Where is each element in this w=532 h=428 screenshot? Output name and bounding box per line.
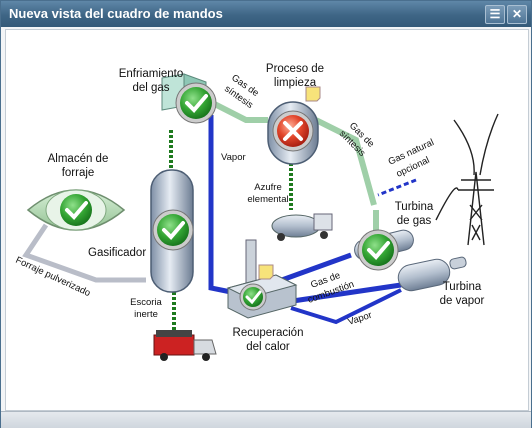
steam-line-1: [208, 115, 232, 295]
transmission-tower: [435, 113, 499, 246]
label-turbina-vapor-1: Turbina: [443, 281, 482, 293]
check-icon: [65, 201, 88, 220]
label-recuperacion-1: Recuperación: [233, 327, 304, 339]
slag-truck: [153, 330, 217, 361]
label-limpieza-1: Proceso de: [266, 63, 324, 75]
label-turbina-vapor-2: de vapor: [440, 295, 485, 307]
label-gasificador: Gasificador: [88, 247, 146, 259]
status-recuperacion[interactable]: [239, 283, 267, 311]
check-icon: [162, 221, 185, 240]
label-recuperacion-2: del calor: [246, 341, 290, 353]
check-icon: [185, 94, 208, 113]
list-icon[interactable]: ☰: [485, 5, 505, 24]
label-azufre-2: elemental: [247, 194, 288, 205]
note-icon[interactable]: [258, 264, 274, 280]
label-almacen-2: forraje: [62, 167, 95, 179]
check-icon: [245, 290, 262, 305]
label-vapor-2: Vapor: [347, 310, 374, 328]
status-turbina-gas[interactable]: [357, 229, 399, 271]
process-diagram: Enfriamiento del gas Proceso de limpieza…: [5, 29, 529, 411]
sulfur-truck: [271, 213, 333, 241]
steam-line-2: [285, 282, 402, 305]
title-bar: Nueva vista del cuadro de mandos ☰ ✕: [1, 1, 531, 27]
feed-line: [22, 223, 146, 283]
label-azufre-1: Azufre: [254, 182, 281, 193]
status-enfriamiento[interactable]: [175, 82, 217, 124]
status-bar: [1, 411, 531, 428]
label-turbina-gas-1: Turbina: [395, 201, 434, 213]
window-title: Nueva vista del cuadro de mandos: [9, 6, 223, 21]
natural-gas-line: [377, 178, 417, 197]
status-almacen[interactable]: [60, 194, 92, 226]
label-escoria-1: Escoria: [130, 297, 162, 308]
syngas-line-2: [314, 117, 377, 206]
diagram-svg: Enfriamiento del gas Proceso de limpieza…: [14, 63, 499, 361]
label-enfriamiento-2: del gas: [132, 82, 169, 94]
steam-line-4: [290, 288, 402, 325]
note-icon[interactable]: [305, 86, 321, 102]
check-icon: [367, 241, 390, 260]
status-limpieza[interactable]: [272, 110, 314, 152]
status-gasificador[interactable]: [152, 209, 194, 251]
label-enfriamiento-1: Enfriamiento: [119, 68, 184, 80]
label-limpieza-2: limpieza: [274, 77, 317, 89]
error-x-icon: [283, 121, 303, 141]
label-almacen-1: Almacén de: [48, 153, 109, 165]
steam-turbine[interactable]: [396, 256, 467, 293]
label-vapor-1: Vapor: [221, 152, 246, 163]
close-icon[interactable]: ✕: [507, 5, 527, 24]
label-escoria-2: inerte: [134, 309, 158, 320]
label-turbina-gas-2: de gas: [397, 215, 432, 227]
